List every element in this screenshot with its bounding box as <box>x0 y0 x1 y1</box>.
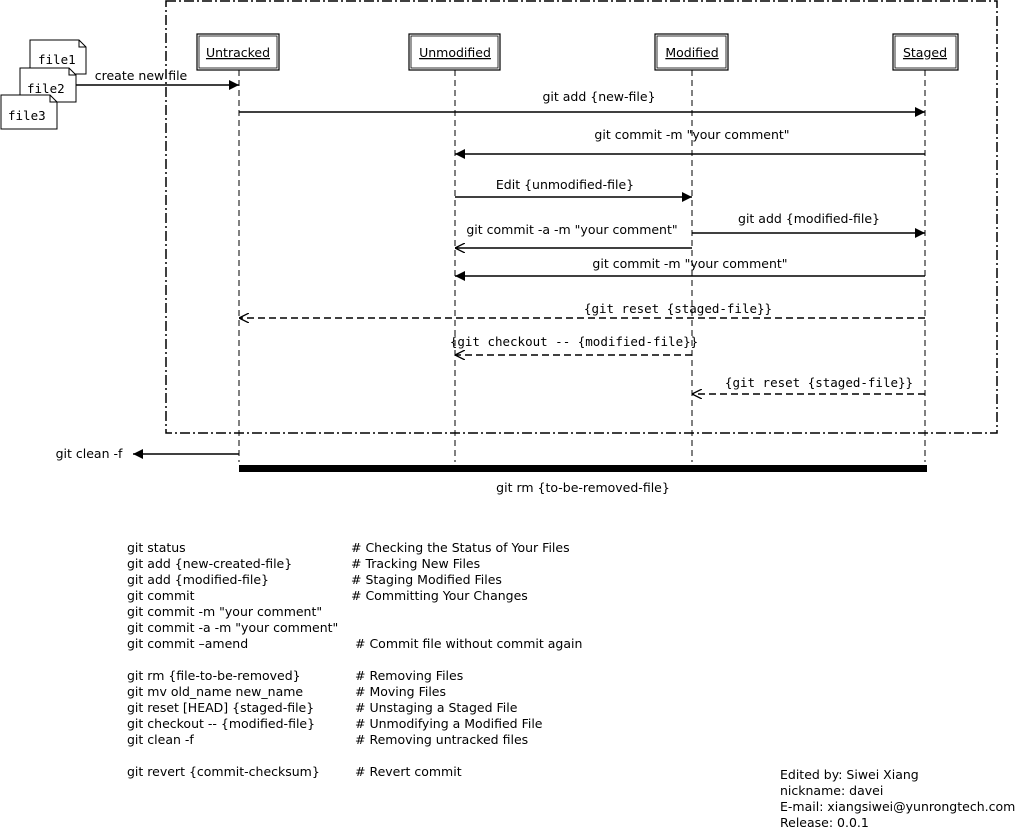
command-text: git commit <box>127 588 195 603</box>
command-text: git revert {commit-checksum} <box>127 764 320 779</box>
command-text: git commit -a -m "your comment" <box>127 620 339 635</box>
msg-git-add-modified: git add {modified-file} <box>738 211 880 226</box>
msg-reset-to-modified: {git reset {staged-file}} <box>725 375 913 390</box>
command-description: # Committing Your Changes <box>351 588 528 603</box>
lane-header-staged: Staged <box>892 33 959 71</box>
file-icon-1: file1 <box>29 39 87 75</box>
command-text: git mv old_name new_name <box>127 684 304 699</box>
command-description: # Tracking New Files <box>351 556 481 571</box>
lane-label-untracked: Untracked <box>206 45 270 60</box>
command-text: git checkout -- {modified-file} <box>127 716 316 731</box>
file-label-1: file1 <box>38 52 76 67</box>
command-description: # Moving Files <box>355 684 447 699</box>
command-text: git add {modified-file} <box>127 572 269 587</box>
edited-by: Edited by: Siwei Xiang <box>780 767 919 782</box>
footer-credits: Edited by: Siwei Xiang nickname: davei E… <box>780 767 1015 831</box>
msg-checkout-modified: {git checkout -- {modified-file}} <box>450 334 698 349</box>
command-text: git commit –amend <box>127 636 249 651</box>
lane-header-modified: Modified <box>654 33 729 71</box>
command-description: # Staging Modified Files <box>351 572 502 587</box>
release: Release: 0.0.1 <box>780 815 869 830</box>
msg-reset-to-untracked: {git reset {staged-file}} <box>584 301 772 316</box>
msg-commit-from-staged-2: git commit -m "your comment" <box>592 256 787 271</box>
file-label-3: file3 <box>8 108 46 123</box>
msg-create-new-file: create new file <box>95 68 188 83</box>
command-description: # Removing Files <box>355 668 464 683</box>
lifelines <box>238 70 926 462</box>
command-text: git rm {file-to-be-removed} <box>127 668 301 683</box>
file-label-2: file2 <box>27 81 65 96</box>
git-rm-bar <box>239 465 927 472</box>
command-text: git status <box>127 540 186 555</box>
lane-label-modified: Modified <box>665 45 718 60</box>
command-description: # Checking the Status of Your Files <box>351 540 570 555</box>
nickname: nickname: davei <box>780 783 884 798</box>
command-description: # Removing untracked files <box>355 732 529 747</box>
command-text: git commit -m "your comment" <box>127 604 323 619</box>
lane-header-untracked: Untracked <box>196 33 280 71</box>
msg-commit-a: git commit -a -m "your comment" <box>466 222 677 237</box>
command-description: # Revert commit <box>355 764 462 779</box>
command-text: git reset [HEAD] {staged-file} <box>127 700 315 715</box>
file-icon-3: file3 <box>0 94 58 130</box>
command-text: git add {new-created-file} <box>127 556 293 571</box>
frame <box>165 0 998 434</box>
command-text: git clean -f <box>127 732 194 747</box>
msg-git-add-new: git add {new-file} <box>542 89 655 104</box>
email: E-mail: xiangsiwei@yunrongtech.com <box>780 799 1016 814</box>
msg-edit-unmodified: Edit {unmodified-file} <box>496 177 634 192</box>
lane-label-unmodified: Unmodified <box>419 45 491 60</box>
msg-commit-from-staged: git commit -m "your comment" <box>594 127 789 142</box>
command-description: # Commit file without commit again <box>355 636 583 651</box>
msg-git-clean: git clean -f <box>56 446 123 461</box>
command-description: # Unmodifying a Modified File <box>355 716 543 731</box>
lane-label-staged: Staged <box>903 45 947 60</box>
msg-git-rm: git rm {to-be-removed-file} <box>496 480 670 495</box>
lane-header-unmodified: Unmodified <box>408 33 501 71</box>
command-description: # Unstaging a Staged File <box>355 700 518 715</box>
